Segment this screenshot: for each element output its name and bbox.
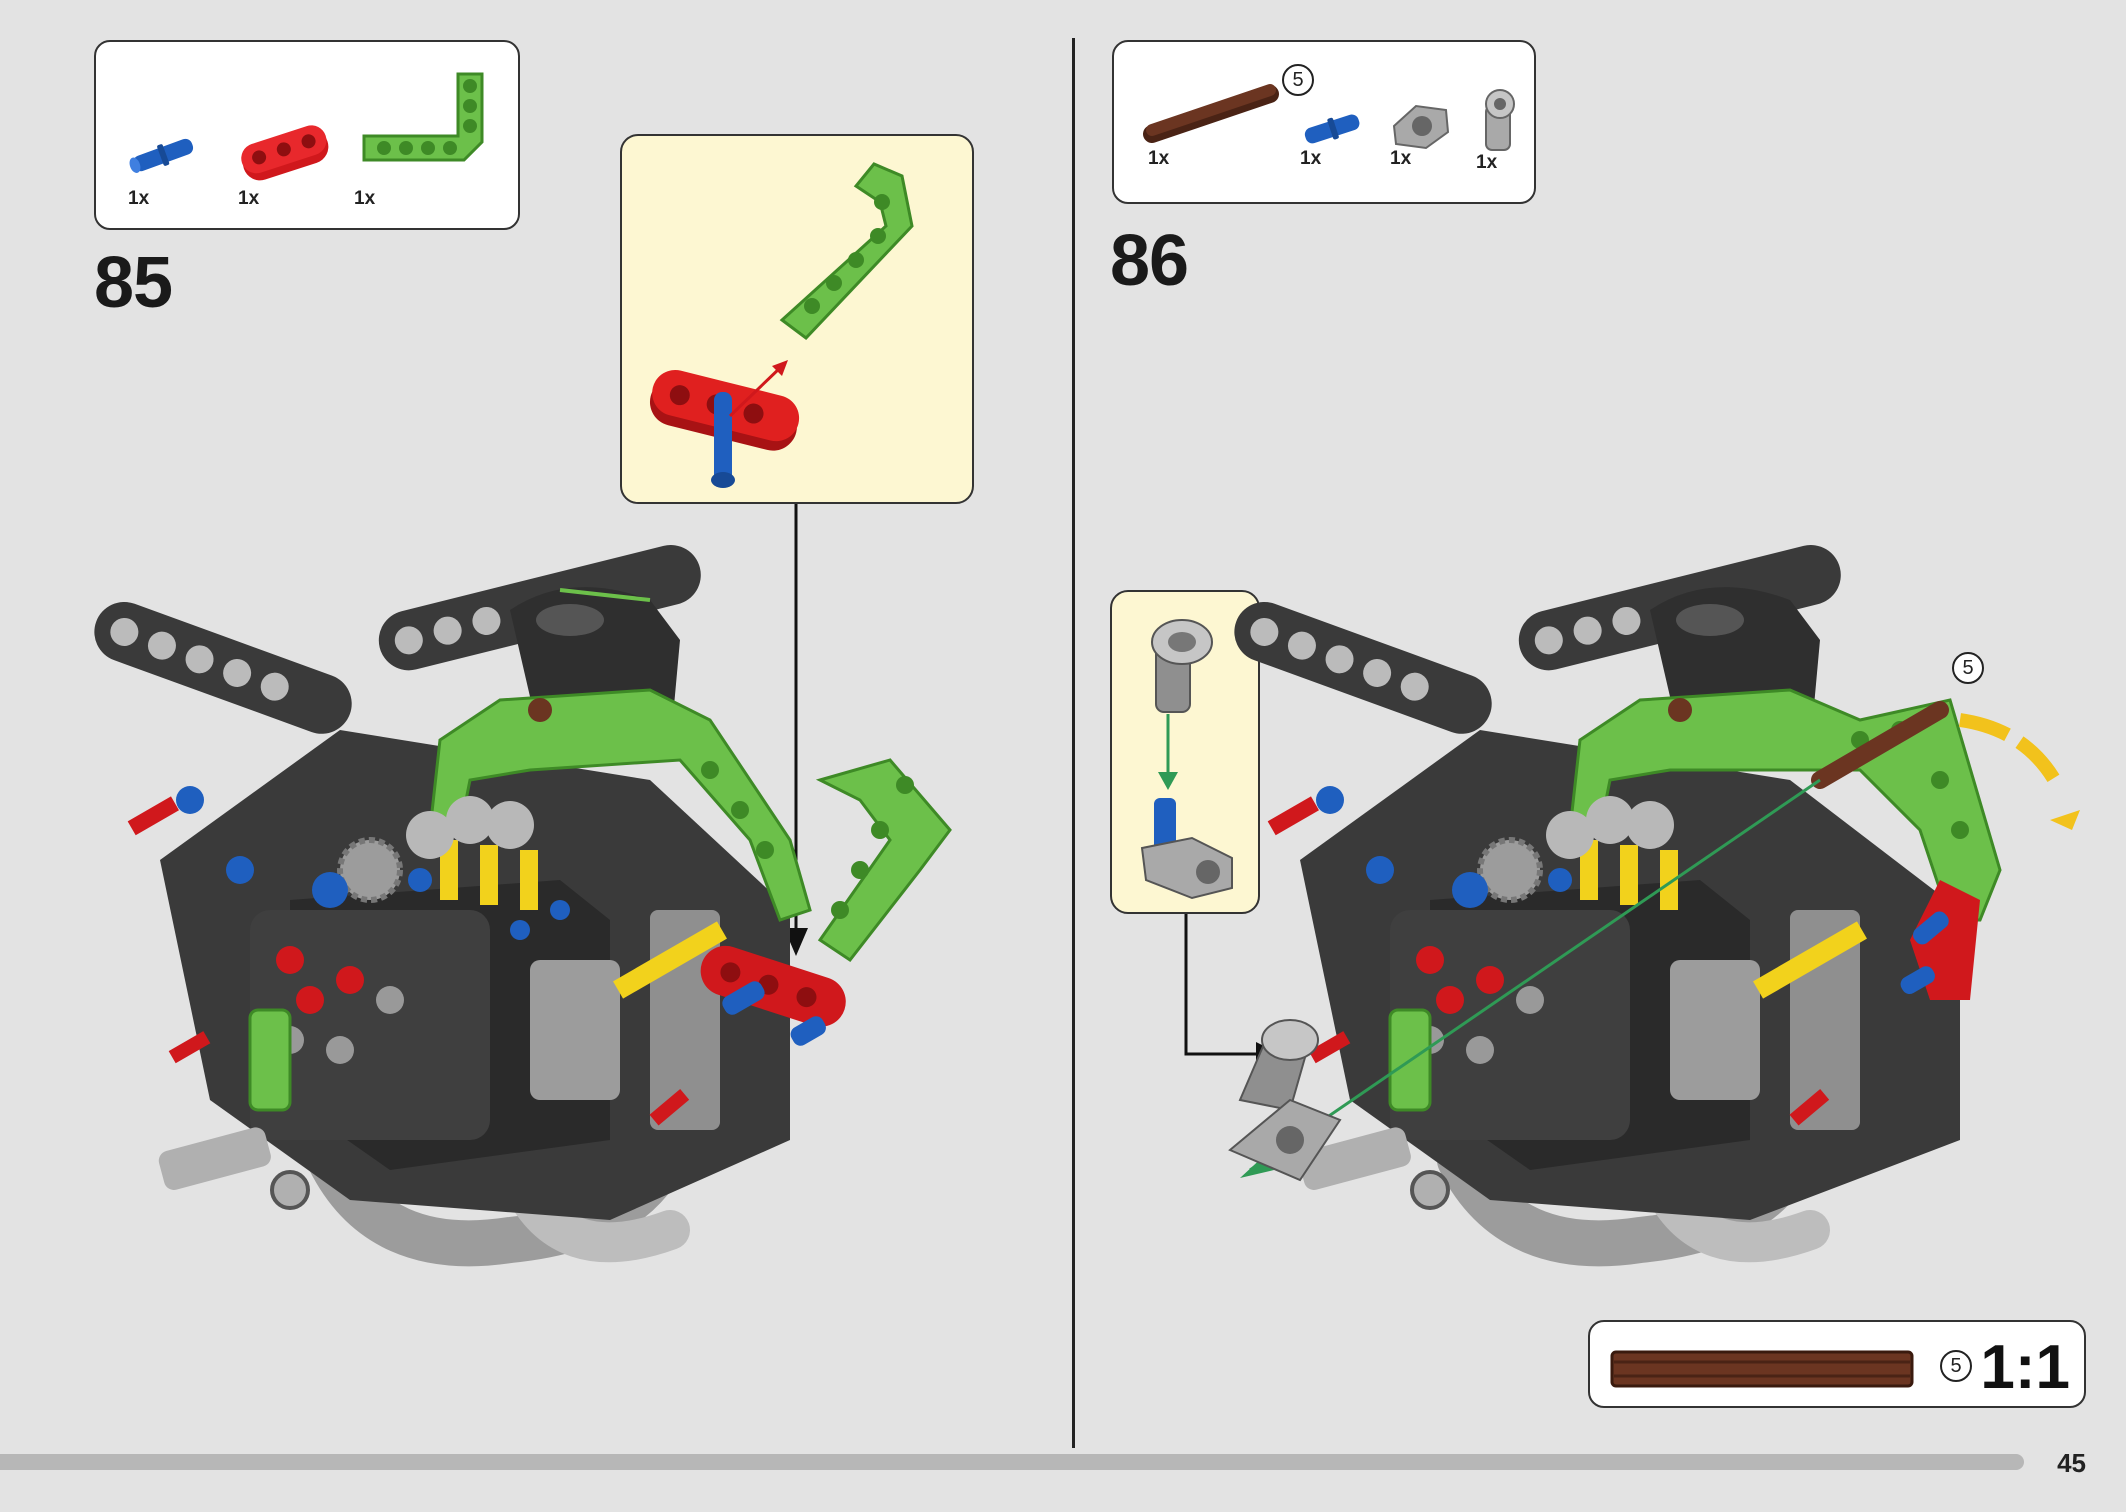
step-85-model (94, 545, 952, 1267)
part-qty: 1x (238, 188, 260, 209)
step-86-parts-box: 5 1x 1x 1x 1x (1112, 40, 1536, 204)
part-qty: 1x (1148, 148, 1170, 169)
callout-blue-pin-block (1140, 798, 1233, 900)
page-progress-bar (0, 1454, 2024, 1470)
step-86-number: 86 (1110, 221, 1189, 301)
blue-pin-part (1304, 114, 1360, 144)
callout-gray-connector (1151, 619, 1213, 713)
axle-length-badge: 5 (1282, 64, 1314, 96)
part-qty: 1x (128, 188, 150, 209)
axle-length-badge: 5 (1952, 652, 1984, 684)
page-divider (1072, 38, 1075, 1448)
part-qty: 1x (1300, 148, 1322, 169)
red-beam-part (241, 125, 329, 181)
gray-cross-block-part (1392, 104, 1450, 150)
callout-green-arrow (1158, 714, 1178, 790)
step-85-number: 85 (94, 243, 173, 323)
step-85-subassembly-callout (620, 134, 974, 504)
scale-ratio: 1:1 (1980, 1333, 2070, 1402)
part-qty: 1x (1476, 152, 1498, 173)
callout-assembly-arrow (728, 360, 788, 418)
scale-indicator: 5 1:1 (1588, 1320, 2086, 1408)
page-number: 45 (2057, 1448, 2086, 1478)
scale-length-badge: 5 (1940, 1350, 1972, 1382)
step-86-model (1228, 545, 2080, 1267)
step-85-parts-box: 1x 1x 1x (94, 40, 520, 230)
gray-pin-connector-part (1485, 89, 1515, 151)
callout-green-beam (779, 162, 914, 341)
callout-blue-pin (711, 392, 735, 488)
part-qty: 1x (1390, 148, 1412, 169)
scale-axle-drawing (1610, 1350, 1914, 1388)
part-qty: 1x (354, 188, 376, 209)
blue-pin-part (129, 138, 194, 173)
step-86-subassembly-callout (1110, 590, 1260, 914)
brown-axle-part (1143, 84, 1279, 143)
green-angled-beam-part (362, 72, 484, 162)
